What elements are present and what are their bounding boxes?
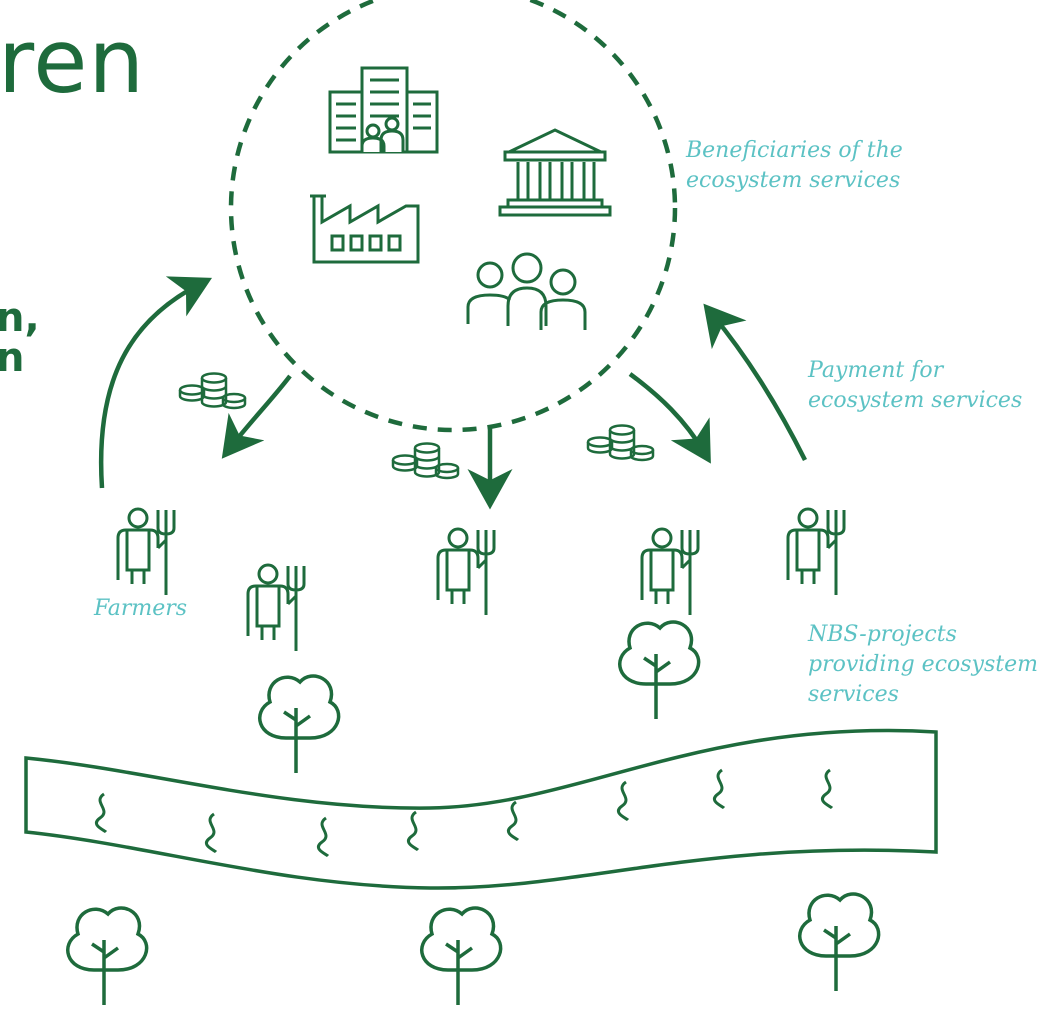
- subtitle-fragment-1: n,: [0, 295, 40, 341]
- payment-label: Payment for ecosystem services: [808, 358, 1023, 413]
- arrow-payment-right: [628, 372, 711, 464]
- tree-icon-2: [618, 620, 701, 721]
- tree-icon-5: [798, 892, 881, 993]
- subtitle-fragment-2: n: [0, 335, 25, 381]
- tree-icon-3: [66, 906, 149, 1007]
- coins-icon-center: [391, 442, 460, 480]
- farmer-icon-4: [640, 527, 700, 617]
- factory-icon: [310, 194, 420, 264]
- river-icon: [24, 728, 938, 890]
- people-group-icon: [466, 252, 587, 330]
- bank-icon: [498, 128, 612, 217]
- title-fragment: ren: [0, 10, 146, 113]
- tree-icon-4: [420, 906, 503, 1007]
- beneficiaries-label: Beneficiaries of the ecosystem services: [686, 138, 903, 193]
- tree-icon-1: [258, 674, 341, 775]
- coins-icon-left: [178, 372, 247, 410]
- coins-icon-right: [586, 424, 655, 462]
- arrow-up-right: [703, 303, 808, 462]
- arrow-up-left: [98, 276, 213, 489]
- office-building-icon: [328, 66, 439, 154]
- farmers-label: Farmers: [94, 596, 188, 621]
- nbs-projects-label: NBS-projects providing ecosystem service…: [808, 622, 1038, 707]
- farmer-icon-1: [116, 507, 176, 597]
- beneficiaries-circle: [228, 0, 678, 433]
- farmer-icon-2: [246, 563, 306, 653]
- farmer-icon-3: [436, 527, 496, 617]
- farmer-icon-5: [786, 507, 846, 597]
- arrow-payment-left: [221, 374, 292, 459]
